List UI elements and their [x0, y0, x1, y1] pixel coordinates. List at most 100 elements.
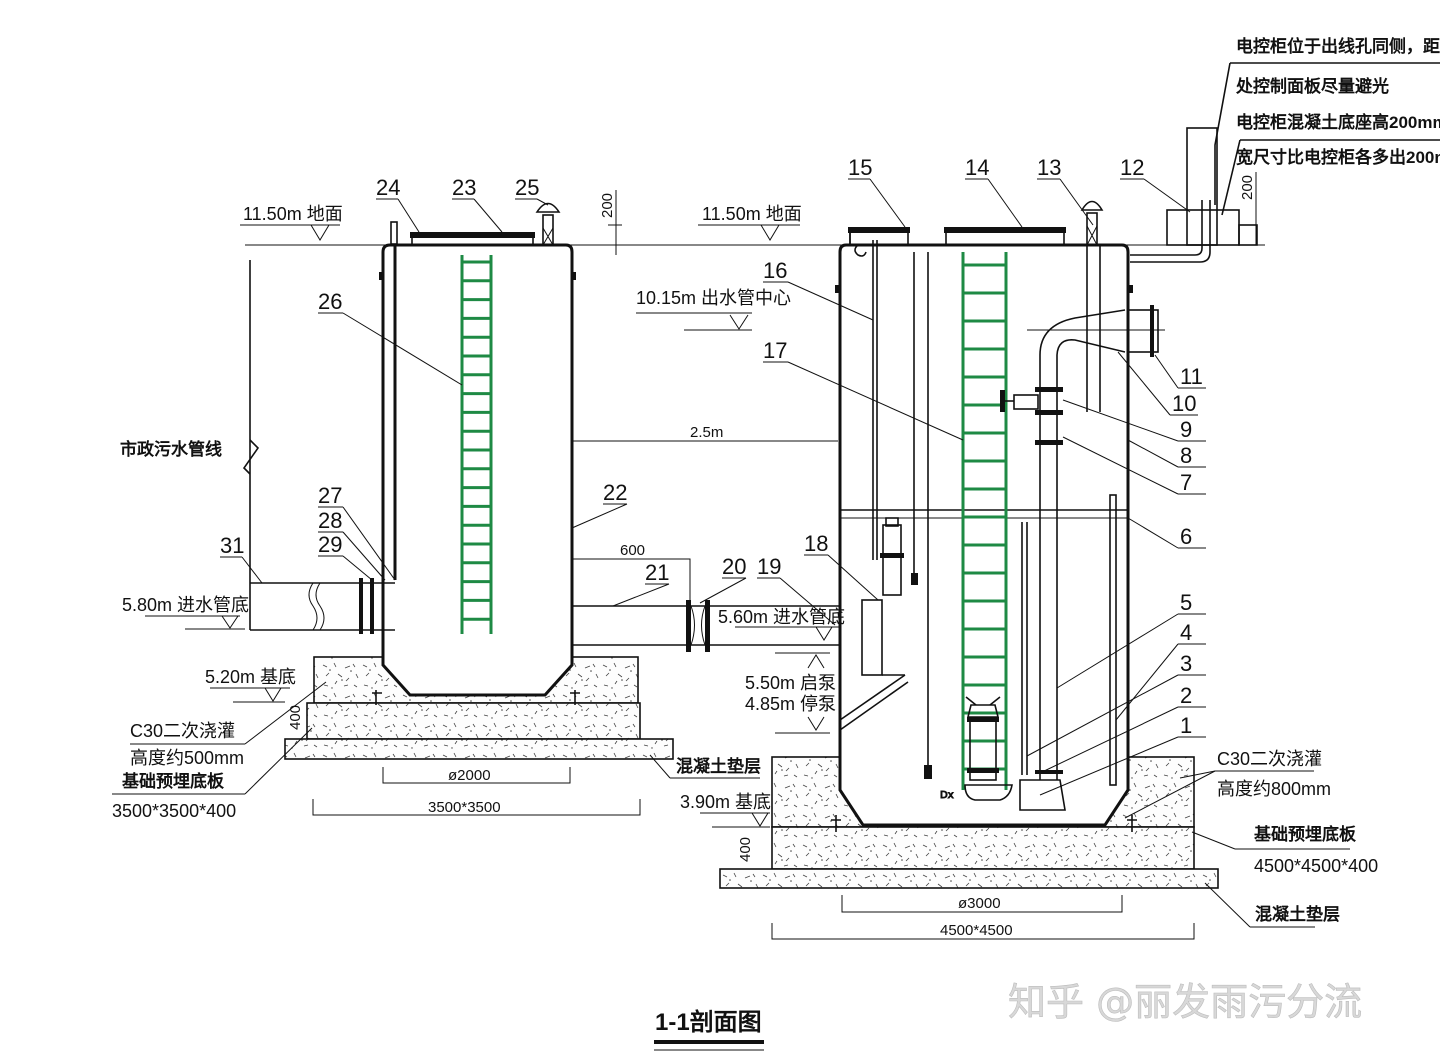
callout-leader [342, 531, 386, 581]
note-line-4: 宽尺寸比电控柜各多出200m [1236, 147, 1440, 167]
vent-cap-left [535, 202, 561, 213]
label-plate-size-left: 3500*3500*400 [112, 801, 236, 821]
pump-head [966, 704, 1000, 718]
leader [649, 754, 671, 779]
callout-leader [1115, 643, 1179, 721]
cushion-layer-right [719, 868, 1219, 889]
callout-15: 15 [848, 155, 872, 180]
callout-leader [1059, 178, 1094, 226]
label-cushion-left: 混凝土垫层 [676, 756, 761, 776]
callout-29: 29 [318, 532, 342, 557]
lift-eye-left [390, 221, 398, 245]
left-inlet-pipe [242, 260, 395, 634]
callout-leader [342, 506, 396, 581]
discharge-riser [1056, 338, 1126, 780]
bracket [839, 674, 906, 721]
float-switch [924, 765, 932, 779]
callout-17: 17 [763, 338, 787, 363]
callout-5: 5 [1180, 590, 1192, 615]
callout-2: 2 [1180, 683, 1192, 708]
leader [244, 727, 313, 795]
callout-leader [397, 198, 420, 233]
connecting-pipe: 600 [572, 542, 880, 652]
callout-25: 25 [515, 175, 539, 200]
right-manhole-cover [944, 227, 1066, 233]
auto-coupling [1019, 779, 1066, 811]
callout-23: 23 [452, 175, 476, 200]
leader [244, 681, 327, 745]
coupling [690, 605, 706, 646]
elev-base-left: 5.20m 基底 [205, 667, 296, 687]
cabinet-base [1166, 209, 1240, 246]
dim-200-left: 200 [599, 193, 616, 218]
pump-tag: Dx [940, 790, 954, 801]
callout-1: 1 [1180, 713, 1192, 738]
callout-leader [1143, 178, 1191, 213]
lug [1128, 285, 1133, 293]
elev-triangle [221, 615, 239, 629]
dim-line [771, 923, 1195, 940]
callout-leader [787, 361, 964, 441]
callout-22: 22 [603, 480, 627, 505]
leader [1124, 770, 1216, 819]
callout-27: 27 [318, 483, 342, 508]
right-small-cover [848, 227, 910, 233]
elev-inlet-left: 5.80m 进水管底 [122, 595, 249, 615]
pump-handle [965, 696, 1001, 706]
bracket [839, 681, 909, 731]
elevation-markers: 11.50m 地面 11.50m 地面 10.15m 出水管中心 5.80m 进… [122, 204, 845, 828]
callout-leader [869, 178, 906, 228]
note-line-3: 电控柜混凝土底座高200mm [1236, 112, 1440, 132]
right-ladder [961, 252, 1008, 790]
label-c30-left: C30二次浇灌 [130, 721, 235, 741]
drawing-title: 1-1剖面图 [655, 1008, 762, 1036]
label-municipal-sewer: 市政污水管线 [120, 439, 222, 459]
callout-leader [1117, 351, 1171, 416]
elev-base-right: 3.90m 基底 [680, 792, 771, 812]
flange [705, 600, 710, 652]
callout-31: 31 [220, 533, 244, 558]
elev-triangle [264, 687, 282, 702]
callout-14: 14 [965, 155, 989, 180]
dim-600 [572, 558, 691, 600]
elev-triangle [807, 654, 825, 669]
callout-10: 10 [1172, 391, 1196, 416]
pump-volute [964, 784, 1013, 801]
callout-leader [1127, 439, 1179, 468]
callout-leader [1127, 517, 1179, 549]
callout-leader [612, 583, 670, 607]
elev-pump-stop: 4.85m 停泵 [745, 694, 836, 714]
callout-24: 24 [376, 175, 400, 200]
dim-line [312, 799, 641, 816]
title-underline [654, 1040, 764, 1044]
break-mark [242, 439, 260, 475]
valve-flange [1035, 410, 1063, 415]
cover-edges [849, 233, 1065, 245]
elev-triangle [815, 626, 833, 641]
anchor-bolt [372, 690, 382, 705]
vent-pipe-left [542, 214, 554, 246]
label-c30-height-left: 高度约500mm [130, 748, 244, 768]
gate-valve [1013, 394, 1039, 410]
note-line-1: 电控柜位于出线孔同侧，距离偏 [1236, 36, 1440, 56]
callout-leader [536, 198, 549, 206]
callout-leader [241, 556, 263, 584]
foundation-plate-left [306, 702, 641, 740]
inlet-valve-flange [880, 553, 904, 558]
submersible-pump [964, 696, 1066, 811]
cable-conduit [1130, 200, 1203, 256]
callout-7: 7 [1180, 470, 1192, 495]
right-well: Dx [719, 200, 1219, 889]
dim-dia-left: ø2000 [448, 767, 491, 784]
callout-16: 16 [763, 258, 787, 283]
callout-leader [342, 555, 373, 581]
elev-triangle [729, 314, 749, 330]
valve-handwheel [1000, 390, 1005, 412]
side-labels: 市政污水管线 C30二次浇灌 高度约500mm 基础预埋底板 3500*3500… [112, 439, 1378, 928]
callout-leader [342, 312, 463, 386]
callout-leader [1026, 674, 1179, 757]
lug [835, 285, 840, 293]
note-leader [1221, 139, 1241, 216]
callout-3: 3 [1180, 651, 1192, 676]
